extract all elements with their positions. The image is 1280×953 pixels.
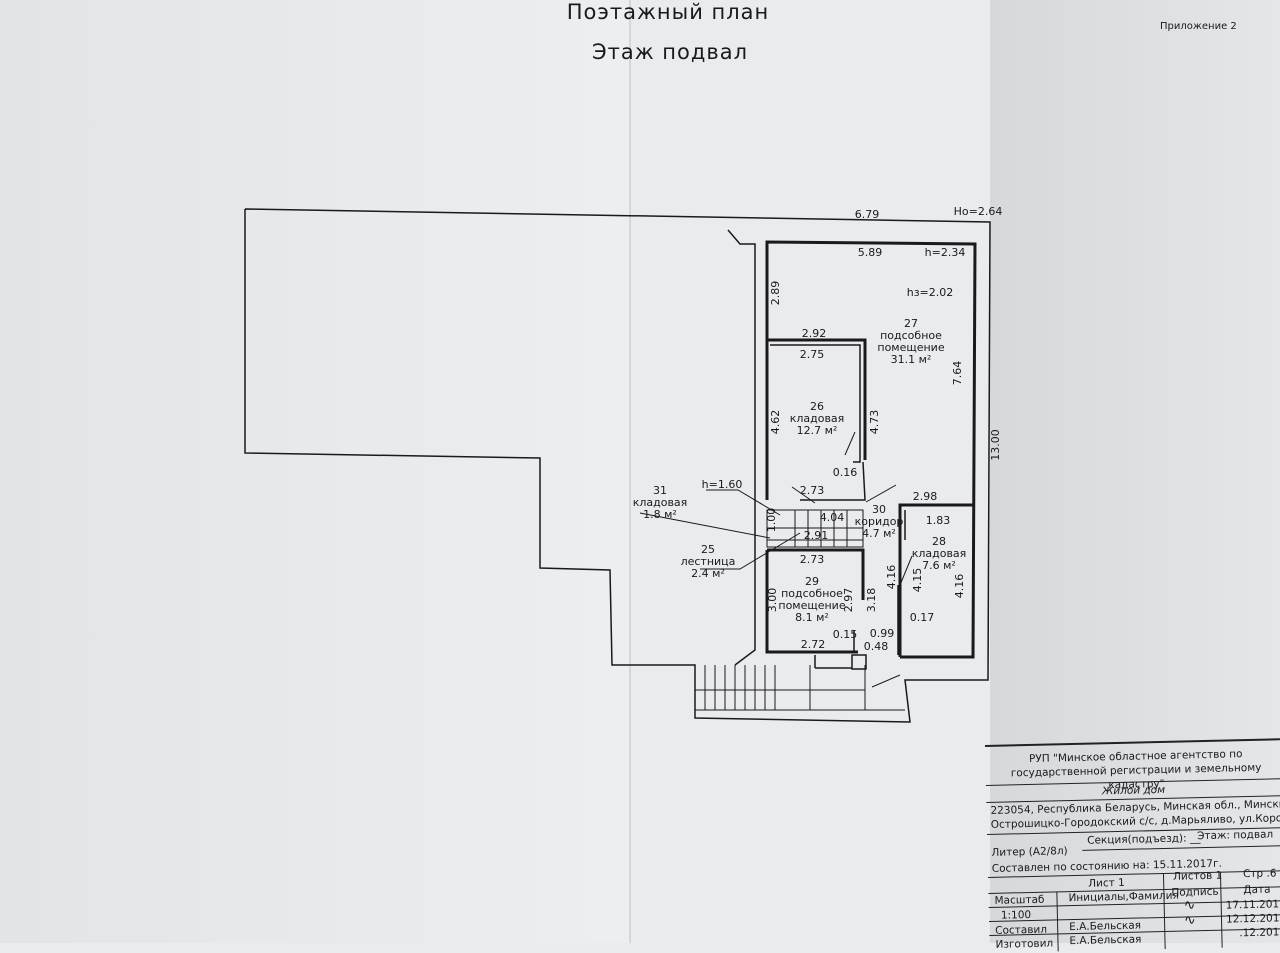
paper-left-sheet (0, 0, 630, 943)
dim-stair-291: 2.91 (803, 529, 829, 542)
floor-title: Этаж подвал (591, 40, 749, 64)
dim-stair-w: 1.00 (765, 507, 778, 533)
room-area: 12.7 м² (796, 424, 838, 437)
dim-r27-top: 5.89 (857, 246, 883, 259)
dim-stair-h: h=1.60 (701, 478, 743, 491)
dim-r26-left: 4.62 (769, 409, 782, 435)
room-area: 7.6 м² (922, 559, 956, 572)
dim-015: 0.15 (832, 628, 858, 641)
stamp-col-name: Инициалы,Фамилия (1068, 889, 1179, 905)
room-number: 25 (700, 543, 715, 556)
stamp-sheets: Листов 1 (1172, 869, 1223, 883)
room-number: 28 (932, 535, 946, 548)
room-name: кладовая (632, 496, 688, 509)
dim-r27-h: h=2.34 (924, 246, 966, 259)
room-number: 31 (653, 484, 667, 497)
stamp-name-2: Е.А.Бельская (1069, 933, 1142, 948)
dim-r29-top: 2.73 (799, 553, 825, 566)
dim-stair-404: 4.04 (819, 511, 845, 524)
room-name: кладовая (789, 412, 845, 425)
dim-r26-right: 4.73 (868, 409, 881, 435)
title-block: РУП "Минское областное агентство по госу… (985, 738, 1280, 952)
room-area: 31.1 м² (890, 353, 932, 366)
room-name: коридор (854, 515, 904, 528)
stamp-date-1: 12.12.2017 (1225, 912, 1280, 926)
leader-lines (639, 489, 801, 570)
room-name: кладовая (911, 547, 967, 560)
dim-r30-right: 3.18 (865, 587, 878, 613)
room-area: 2.4 м² (691, 567, 725, 580)
room-name: лестница (680, 555, 736, 568)
room-area: 1.8 м² (643, 508, 677, 521)
dim-door-017: 0.17 (909, 611, 935, 624)
stamp-role-2: Изготовил (995, 937, 1054, 951)
room-area: 4.7 м² (862, 527, 896, 540)
plan-title: Поэтажный план (566, 0, 770, 24)
stamp-liter: Литер (А2/8л) (991, 845, 1068, 859)
room-number: 26 (810, 400, 824, 413)
stairs-outer (695, 665, 905, 711)
dim-r27-hz: hз=2.02 (906, 286, 954, 299)
outer-outline (244, 208, 991, 723)
dim-r29-bottom: 2.72 (800, 638, 826, 651)
appendix-label: Приложение 2 (1160, 21, 1237, 32)
dim-outer-right: 13.00 (989, 429, 1002, 461)
dim-r28-top: 1.83 (925, 514, 951, 527)
door-swings (791, 431, 913, 688)
signature-icon: ∿ (1183, 912, 1196, 929)
room-number: 30 (871, 503, 886, 516)
room-number: 27 (904, 317, 918, 330)
stamp-floor: Этаж: подвал (1196, 828, 1274, 843)
thin-walls (770, 344, 906, 670)
room-number: 29 (805, 575, 819, 588)
room-name: подсобное помещение (877, 329, 945, 354)
dim-099: 0.99 (869, 627, 895, 640)
stairs-inner (766, 509, 864, 548)
inner-walls (765, 240, 977, 659)
dim-048: 0.48 (863, 640, 889, 653)
signature-icon: ∿ (1183, 897, 1196, 914)
dim-door-016: 0.16 (832, 466, 858, 479)
room-name: подсобное помещение (778, 587, 846, 612)
dim-r28-left: 4.16 (885, 564, 898, 590)
dim-r26-bottom: 2.73 (799, 484, 825, 497)
stamp-date-2: .12.2017 (1239, 926, 1280, 940)
paper-right-sheet (990, 0, 1280, 943)
room-area: 8.1 м² (795, 611, 829, 624)
dim-r28-right: 4.16 (953, 573, 966, 599)
stamp-section: Секция(подъезд): __ (1087, 832, 1201, 847)
dim-r28-top-outer: 2.98 (912, 490, 938, 503)
paper-fold (629, 0, 631, 943)
dim-r26-top: 2.75 (799, 348, 825, 361)
stamp-sheet: Лист 1 (1088, 876, 1125, 890)
dim-r27-left: 2.89 (769, 280, 782, 306)
stamp-col-date: Дата (1243, 883, 1271, 897)
stamp-page: Стр .6 (1242, 867, 1277, 881)
dim-r27-bottom: 2.92 (801, 327, 827, 340)
dim-outer-top: 6.79 (854, 208, 880, 221)
dim-ho: Ho=2.64 (953, 205, 1003, 218)
stamp-date-0: 17.11.2017 (1225, 898, 1280, 912)
